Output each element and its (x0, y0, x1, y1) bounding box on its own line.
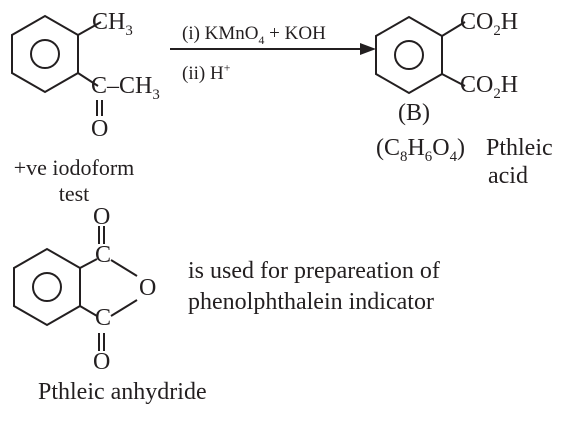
carboxyl-bottom-text: CO (460, 72, 494, 98)
reactant-carbonyl-oxygen: O (91, 116, 109, 142)
product-name-line2: acid (488, 163, 528, 189)
product-name-line1: Pthleic (486, 135, 553, 161)
formula-o-subscript: 4 (449, 148, 457, 165)
anhydride-use-line1: is used for prepareation of (188, 258, 440, 284)
reagent-step1-prefix: (i) KMnO (182, 23, 259, 44)
carboxyl-top-text: CO (460, 9, 494, 35)
acetyl-subscript: 3 (152, 86, 160, 103)
formula-c-subscript: 8 (400, 148, 408, 165)
anhydride-upper-ring-bond (79, 258, 98, 269)
anhydride-ring-bond-bottom (110, 299, 138, 317)
product-benzene-ring (375, 15, 443, 95)
reactant-acetyl-bond (77, 72, 99, 87)
reaction-arrow (170, 43, 376, 55)
acetyl-text: C–CH (91, 73, 153, 99)
reactant-acetyl-label: C–CH3 (91, 73, 160, 102)
iodoform-test-line1: +ve iodoform (13, 155, 135, 180)
formula-h: H (407, 135, 425, 161)
anhydride-top-oxygen: O (93, 204, 111, 230)
carboxyl-top-subscript: 2 (493, 22, 501, 39)
anhydride-use-line2: phenolphthalein indicator (188, 289, 434, 315)
carboxyl-top-h: H (500, 9, 519, 35)
carboxyl-bottom-h: H (500, 72, 519, 98)
product-carboxyl-top: CO2H (460, 9, 519, 38)
anhydride-ring-oxygen: O (139, 275, 157, 301)
reactant-methyl-bond (77, 21, 102, 36)
reagent-step2-prefix: (ii) H (182, 63, 224, 84)
carboxyl-bottom-subscript: 2 (493, 85, 501, 102)
product-label-b: (B) (398, 100, 430, 126)
reagent-step2: (ii) H+ (182, 61, 231, 84)
anhydride-lower-ring-bond (79, 305, 98, 317)
product-carboxyl-bottom: CO2H (460, 72, 519, 101)
formula-o: O (432, 135, 450, 161)
product-molecular-formula: (C8H6O4) (376, 135, 465, 164)
reagent-step2-superscript: + (223, 61, 231, 75)
reactant-carbonyl-double-bond (96, 100, 103, 116)
anhydride-name: Pthleic anhydride (38, 379, 207, 405)
methyl-subscript: 3 (125, 22, 133, 39)
anhydride-bottom-double-bond (98, 333, 105, 351)
anhydride-top-double-bond (98, 226, 105, 244)
methyl-text: CH (92, 9, 126, 35)
reagent-step1: (i) KMnO4 + KOH (182, 23, 326, 46)
anhydride-bottom-carbon: C (95, 305, 112, 331)
anhydride-ring-bond-top (110, 259, 138, 277)
reagent-step1-subscript: 4 (258, 33, 265, 47)
formula-open: (C (376, 135, 400, 161)
reactant-benzene-ring (11, 14, 79, 94)
anhydride-benzene-ring (13, 247, 81, 327)
reagent-step1-suffix: + KOH (264, 23, 326, 44)
formula-h-subscript: 6 (424, 148, 433, 165)
anhydride-top-carbon: C (95, 242, 112, 268)
product-carboxyl-bond-bottom (441, 73, 466, 87)
iodoform-test-line2: test (58, 181, 90, 206)
reactant-methyl-label: CH3 (92, 9, 133, 38)
formula-close: ) (457, 135, 465, 161)
anhydride-bottom-oxygen: O (93, 349, 111, 375)
product-carboxyl-bond-top (441, 21, 466, 37)
